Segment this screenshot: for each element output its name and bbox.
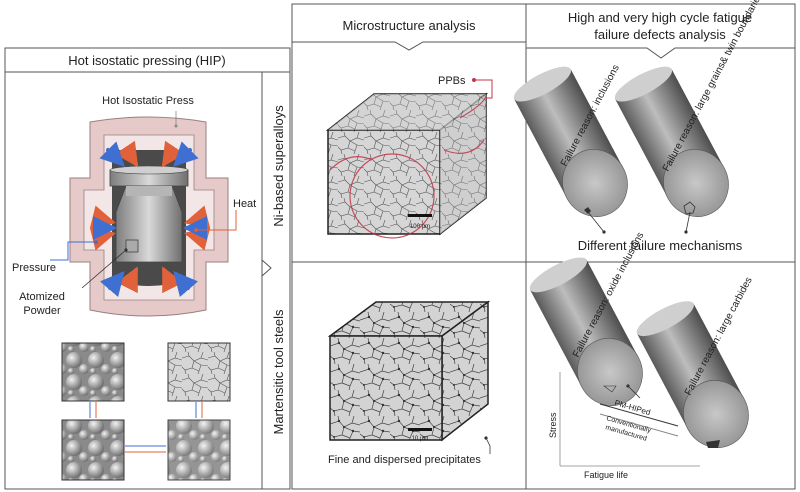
- specimen-steel-oxide: [529, 257, 643, 406]
- micro-header: Microstructure analysis: [343, 18, 476, 33]
- sn-curve-sketch: [559, 372, 700, 467]
- hip-press: [50, 111, 237, 317]
- heat-label: Heat: [233, 198, 256, 210]
- pm-hiped-curve: [599, 403, 679, 427]
- row-label-ni: Ni-based superalloys: [271, 105, 286, 227]
- pressure-label: Pressure: [12, 262, 56, 274]
- scale-bar-steel: 10 μm: [412, 436, 429, 442]
- powder-consolidated-image: [167, 342, 231, 402]
- pm-hiped-label: PM-HIPed: [613, 398, 651, 417]
- powder-label-line1: Atomized: [19, 291, 65, 303]
- scale-bar-ni: 100 μm: [410, 224, 430, 230]
- powder-label-line2: Powder: [23, 305, 61, 317]
- powder-loose-image: [61, 342, 125, 402]
- hip-header: Hot isostatic pressing (HIP): [68, 53, 226, 68]
- mechanisms-label: Different failure mechanisms: [578, 238, 743, 253]
- steel-microstructure-cube: [327, 300, 491, 454]
- ni-microstructure-cube: [325, 78, 493, 239]
- powder-compact-image: [61, 419, 125, 481]
- specimen-steel-carbides: [636, 301, 749, 448]
- press-label: Hot Isostatic Press: [102, 95, 194, 107]
- conventional-curve: [599, 413, 679, 437]
- precipitates-label: Fine and dispersed precipitates: [328, 454, 481, 466]
- powder-sequence: [61, 342, 231, 481]
- stress-axis-label: Stress: [548, 412, 558, 438]
- panel-frames: [4, 3, 796, 490]
- fatigue-header-line1: High and very high cycle fatigue: [568, 10, 752, 25]
- fatigue-life-axis-label: Fatigue life: [584, 470, 628, 480]
- row-label-steel: Martensitic tool steels: [271, 309, 286, 434]
- ppbs-label: PPBs: [438, 75, 466, 87]
- specimen-ni-inclusion: [513, 66, 628, 234]
- fatigue-header-line2: failure defects analysis: [594, 27, 726, 42]
- powder-densified-image: [167, 419, 231, 481]
- specimen-ni-grains: [614, 66, 729, 234]
